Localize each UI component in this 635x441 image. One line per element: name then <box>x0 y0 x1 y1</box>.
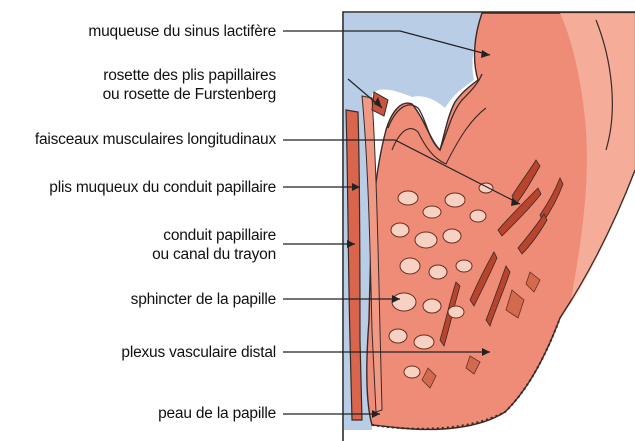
label-line: ou rosette de Furstenberg <box>103 85 276 104</box>
label-plis-muqueux: plis muqueux du conduit papillaire <box>49 178 276 197</box>
label-line: muqueuse du sinus lactifère <box>88 22 276 41</box>
label-rosette-furstenberg: rosette des plis papillaires ou rosette … <box>103 66 276 104</box>
label-conduit-papillaire: conduit papillaire ou canal du trayon <box>152 226 276 264</box>
label-plexus-vasculaire: plexus vasculaire distal <box>121 343 276 362</box>
label-line: conduit papillaire <box>152 226 276 245</box>
label-sphincter: sphincter de la papille <box>131 290 276 309</box>
label-line: faisceaux musculaires longitudinaux <box>35 130 276 149</box>
label-line: plis muqueux du conduit papillaire <box>49 178 276 197</box>
label-line: peau de la papille <box>158 404 276 423</box>
label-peau-papille: peau de la papille <box>158 404 276 423</box>
label-faisceaux-musculaires: faisceaux musculaires longitudinaux <box>35 130 276 149</box>
label-line: sphincter de la papille <box>131 290 276 309</box>
label-muqueuse-sinus: muqueuse du sinus lactifère <box>88 22 276 41</box>
label-line: plexus vasculaire distal <box>121 343 276 362</box>
label-line: ou canal du trayon <box>152 245 276 264</box>
label-line: rosette des plis papillaires <box>103 66 276 85</box>
